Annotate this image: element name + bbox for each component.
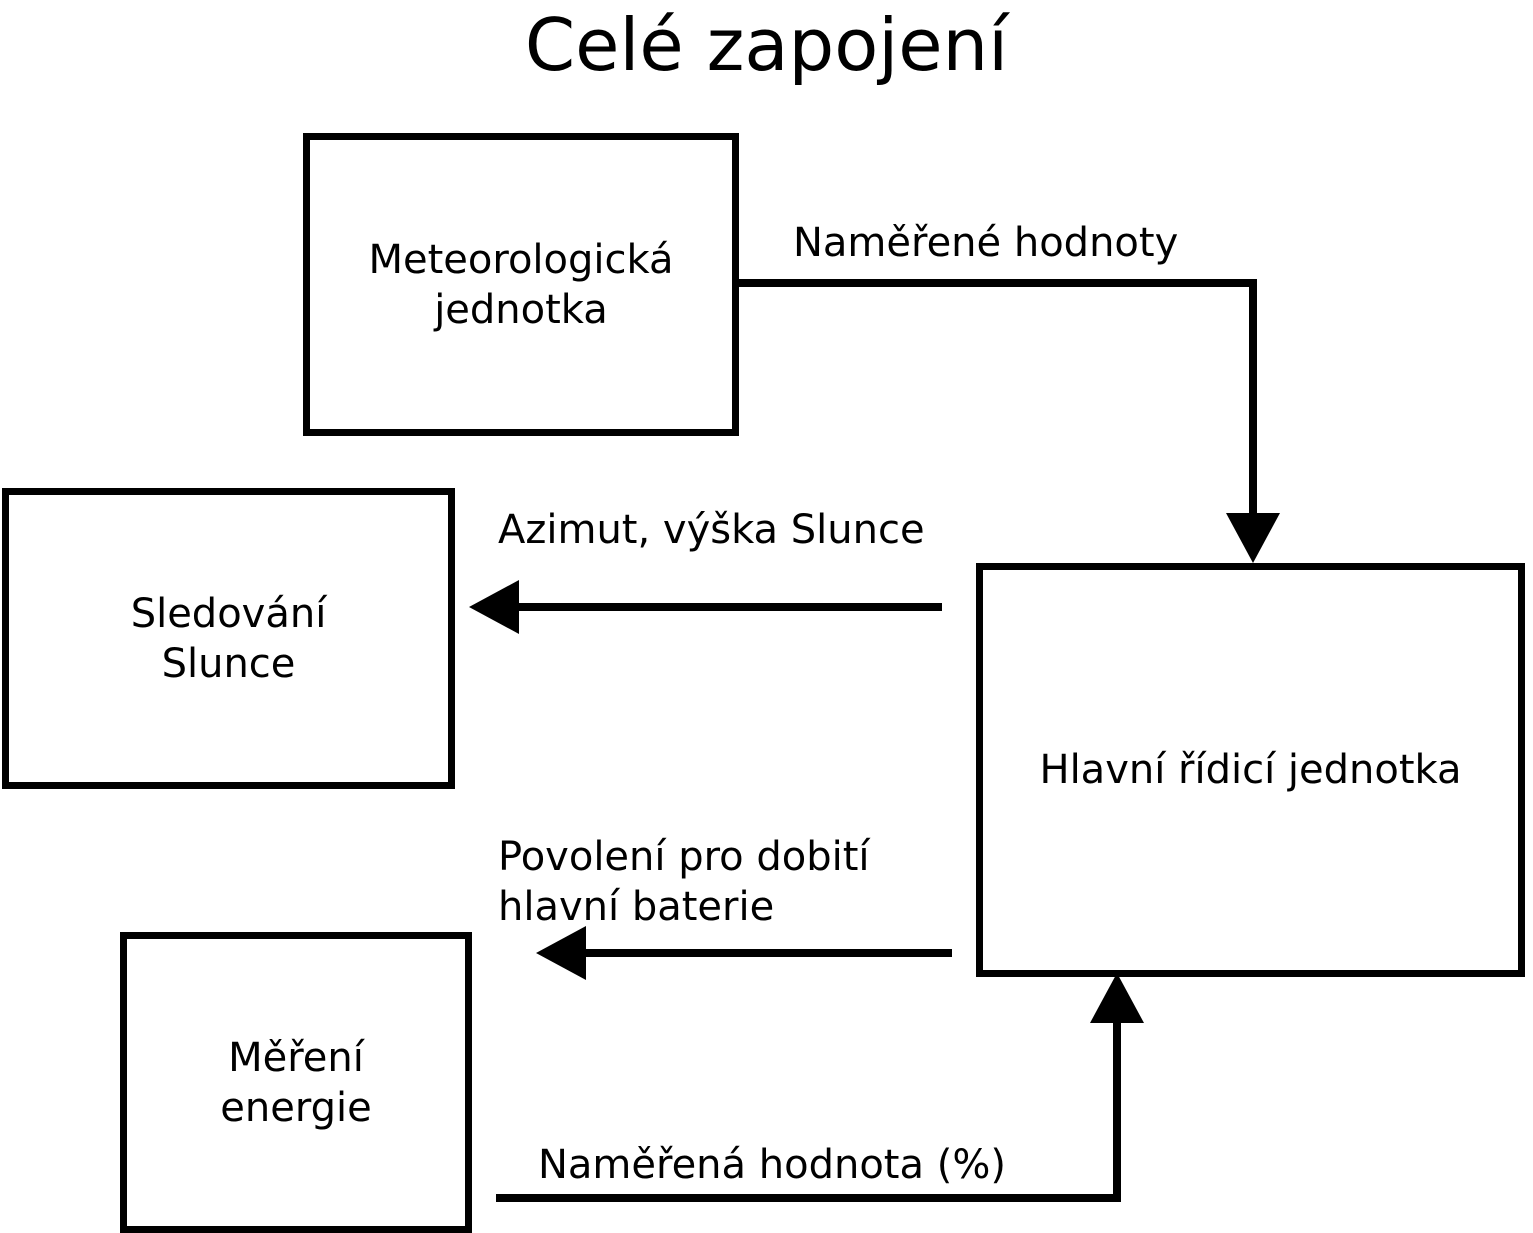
edge-label-namerena-hodnota-procenta: Naměřená hodnota (%)	[538, 1142, 1006, 1188]
edge-label-azimut-vyska-slunce: Azimut, výška Slunce	[498, 507, 925, 553]
node-hlavni-ridici-jednotka[interactable]: Hlavní řídicí jednotka	[976, 563, 1525, 977]
node-mereni-energie[interactable]: Měření energie	[120, 932, 472, 1233]
node-sledovani-slunce[interactable]: Sledování Slunce	[2, 488, 455, 789]
connector-main-to-sun	[518, 603, 942, 611]
arrowhead-down-icon	[1226, 513, 1280, 563]
node-label: Sledování Slunce	[130, 590, 327, 687]
edge-label-namerene-hodnoty: Naměřené hodnoty	[793, 220, 1179, 266]
connector-energy-to-main-horizontal	[496, 1194, 1121, 1202]
connector-main-to-energy	[585, 949, 952, 957]
arrowhead-up-icon	[1090, 973, 1144, 1023]
arrowhead-left-icon	[536, 926, 586, 980]
node-meteorologicka-jednotka[interactable]: Meteorologická jednotka	[303, 133, 739, 436]
page-title: Celé zapojení	[524, 3, 1009, 87]
node-label: Meteorologická jednotka	[368, 236, 674, 333]
connector-energy-to-main-vertical	[1113, 1022, 1121, 1198]
node-label: Hlavní řídicí jednotka	[1039, 747, 1462, 793]
arrowhead-left-icon	[469, 580, 519, 634]
edge-label-povoleni-pro-dobiti: Povolení pro dobití hlavní baterie	[498, 834, 870, 930]
node-label: Měření energie	[220, 1034, 372, 1131]
connector-meteo-to-main-horizontal	[735, 279, 1257, 287]
connector-meteo-to-main-vertical	[1249, 279, 1257, 524]
